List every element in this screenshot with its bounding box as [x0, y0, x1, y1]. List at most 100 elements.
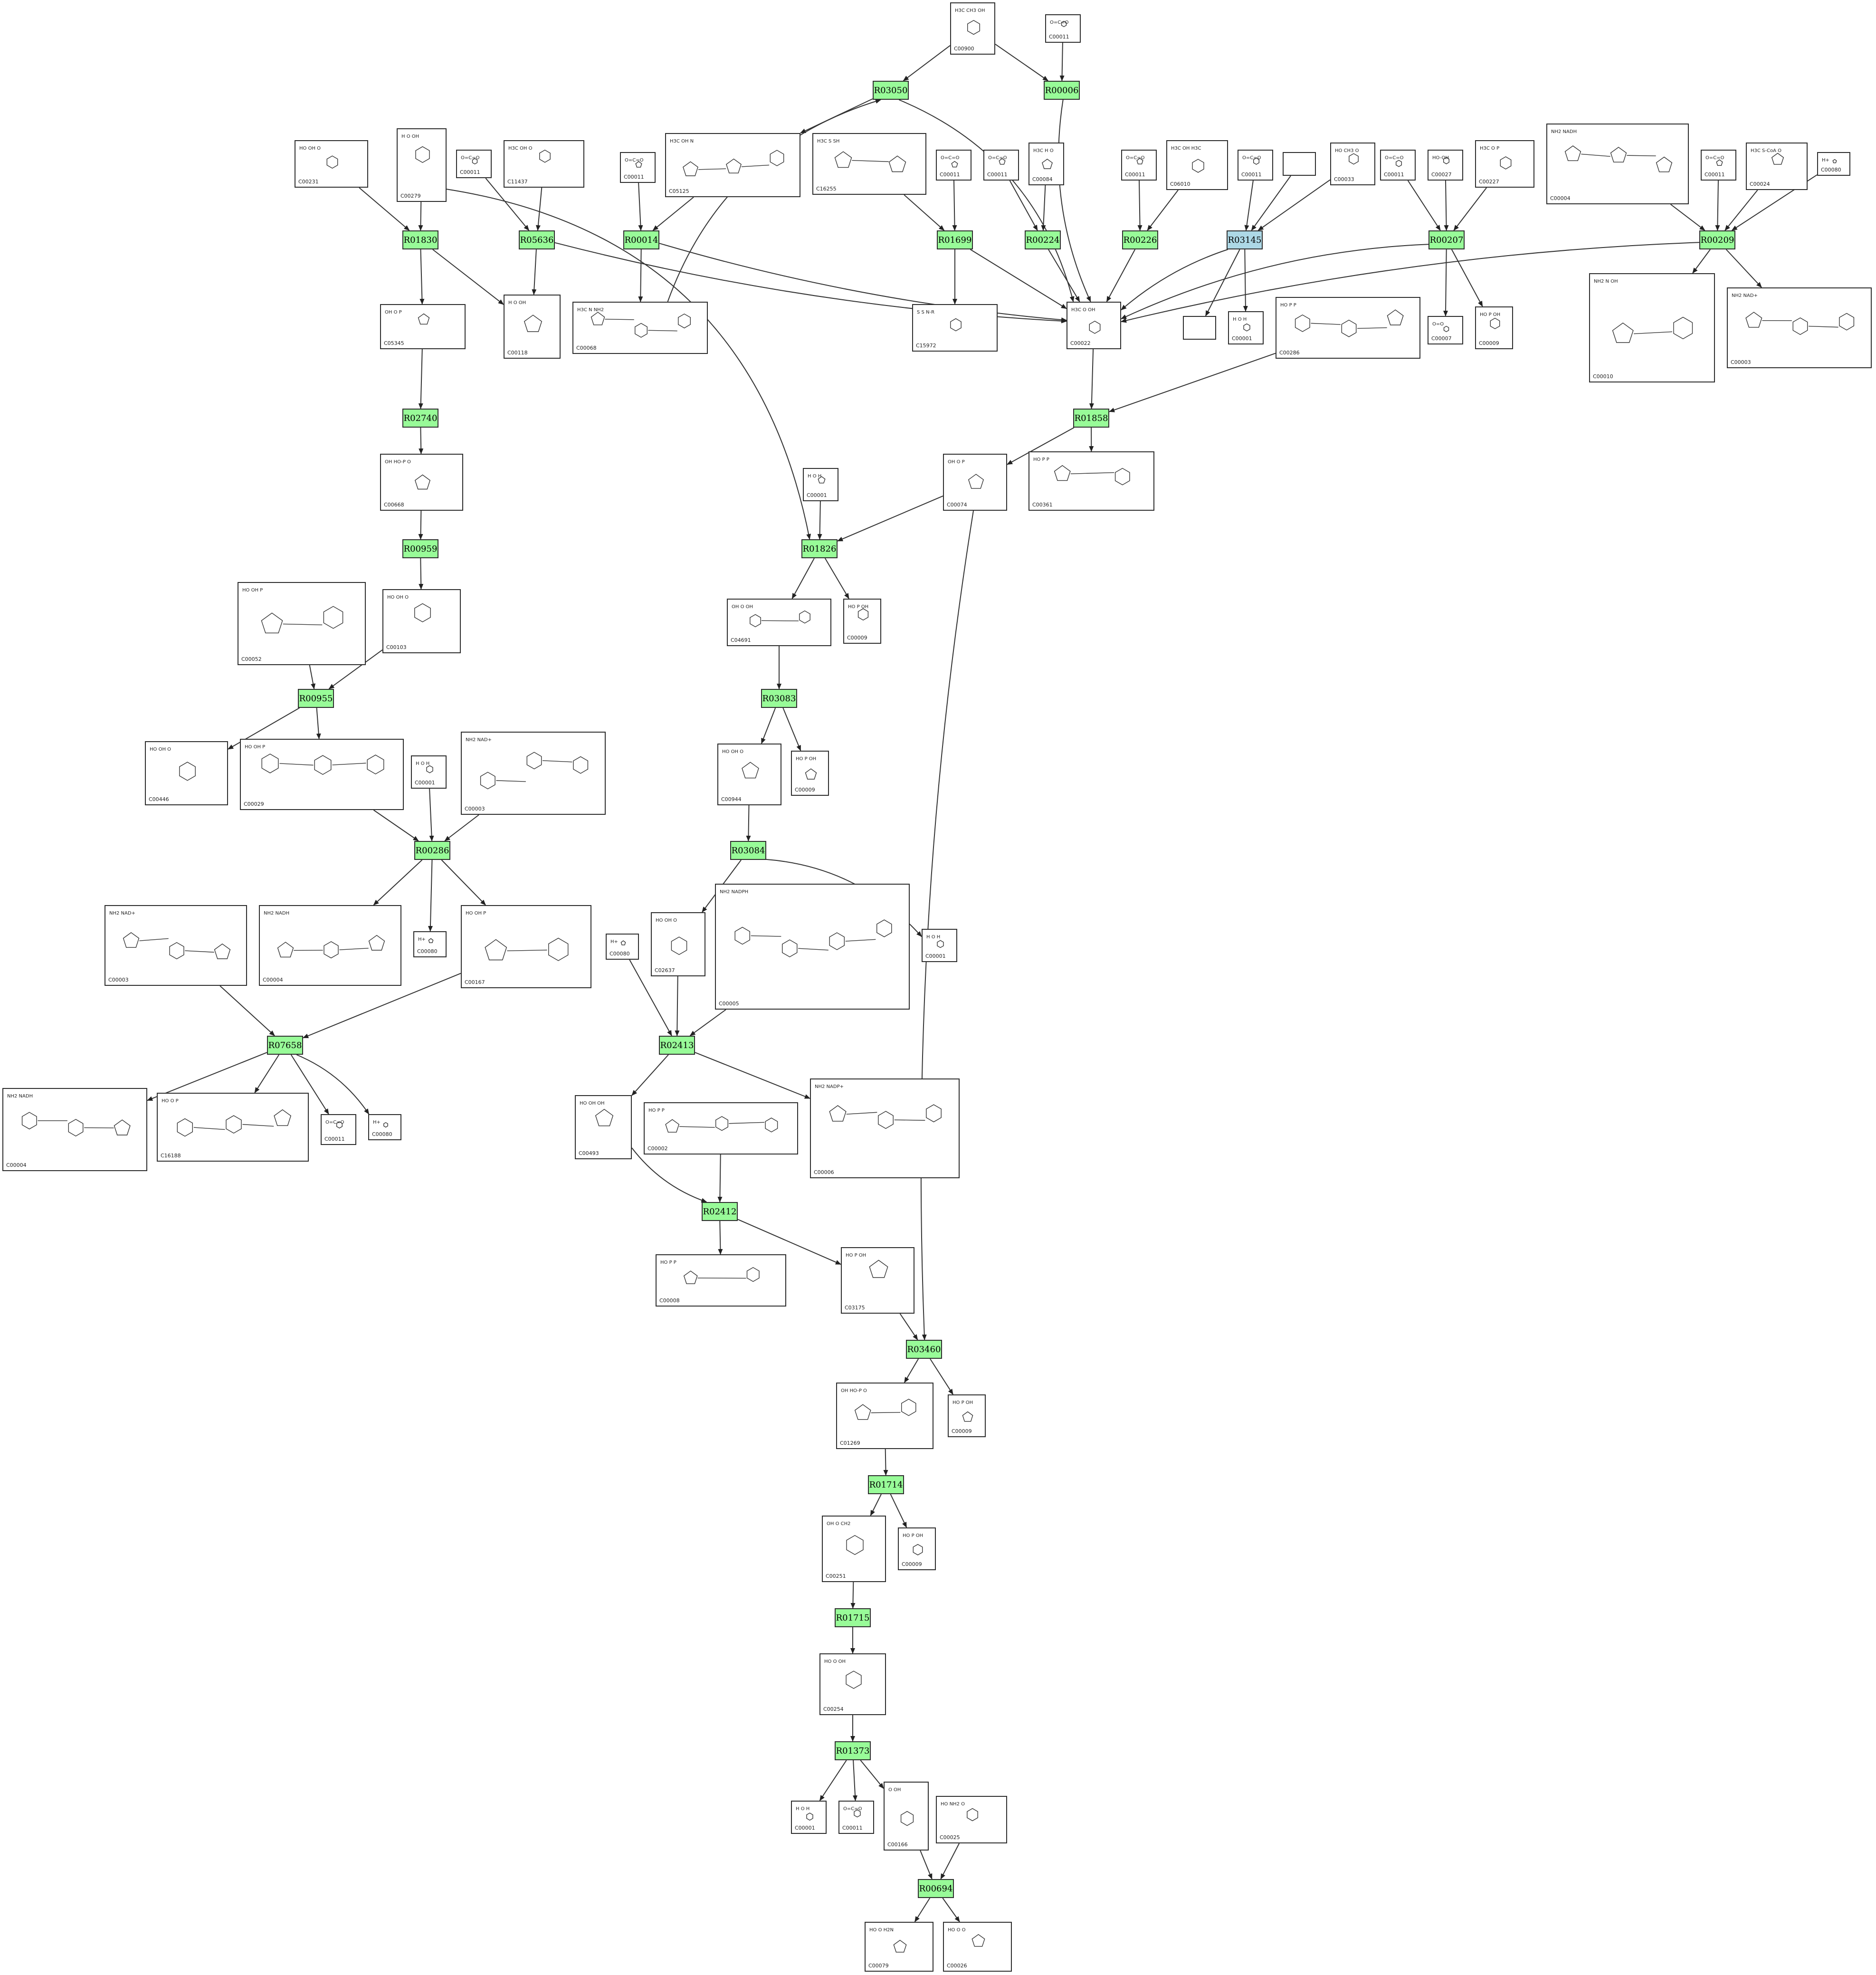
- reaction-node-r00694[interactable]: R00694: [918, 1879, 954, 1898]
- reaction-node-r03083[interactable]: R03083: [761, 689, 797, 708]
- reaction-node-r00224[interactable]: R00224: [1025, 230, 1061, 249]
- compound-node-c_blank_top[interactable]: [1283, 152, 1316, 176]
- compound-node-c_blank_mid[interactable]: [1183, 316, 1216, 340]
- compound-node-c00080_b[interactable]: H+C00080: [606, 934, 639, 960]
- reaction-node-r00006[interactable]: R00006: [1044, 81, 1080, 100]
- reaction-node-r03050[interactable]: R03050: [873, 81, 909, 100]
- reaction-node-r00226[interactable]: R00226: [1122, 230, 1158, 249]
- reaction-node-r01714[interactable]: R01714: [868, 1475, 904, 1494]
- reaction-node-r02740[interactable]: R02740: [402, 409, 438, 428]
- compound-node-c00006[interactable]: NH2 NADP+C00006: [810, 1078, 960, 1178]
- compound-node-c00080_top[interactable]: H+C00080: [1817, 152, 1850, 176]
- compound-node-c00003_low[interactable]: NH2 NAD+C00003: [105, 905, 247, 986]
- reaction-node-r01373[interactable]: R01373: [835, 1741, 871, 1760]
- reaction-node-r03084[interactable]: R03084: [730, 841, 766, 860]
- reaction-node-r01830[interactable]: R01830: [402, 230, 438, 249]
- reaction-node-r01826[interactable]: R01826: [801, 539, 838, 558]
- reaction-node-r01699[interactable]: R01699: [937, 230, 973, 249]
- reaction-node-r00959[interactable]: R00959: [402, 539, 438, 558]
- compound-node-c00003_top[interactable]: NH2 NAD+C00003: [1727, 287, 1872, 368]
- compound-node-c00003_mid[interactable]: NH2 NAD+C00003: [461, 732, 606, 815]
- reaction-node-r00014[interactable]: R00014: [623, 230, 659, 249]
- reaction-node-r00209[interactable]: R00209: [1699, 230, 1735, 249]
- reaction-node-r02412[interactable]: R02412: [702, 1202, 738, 1221]
- reaction-node-r07658[interactable]: R07658: [267, 1036, 303, 1055]
- reaction-node-r01715[interactable]: R01715: [835, 1608, 871, 1627]
- reaction-node-r03145[interactable]: R03145: [1227, 230, 1263, 249]
- reaction-node-r00955[interactable]: R00955: [298, 689, 334, 708]
- compound-node-c00080_c[interactable]: H+C00080: [368, 1114, 401, 1140]
- reaction-node-r01858[interactable]: R01858: [1073, 409, 1109, 428]
- reaction-node-r00286[interactable]: R00286: [414, 841, 450, 860]
- reaction-node-r02413[interactable]: R02413: [659, 1036, 695, 1055]
- reaction-node-r03460[interactable]: R03460: [906, 1340, 942, 1359]
